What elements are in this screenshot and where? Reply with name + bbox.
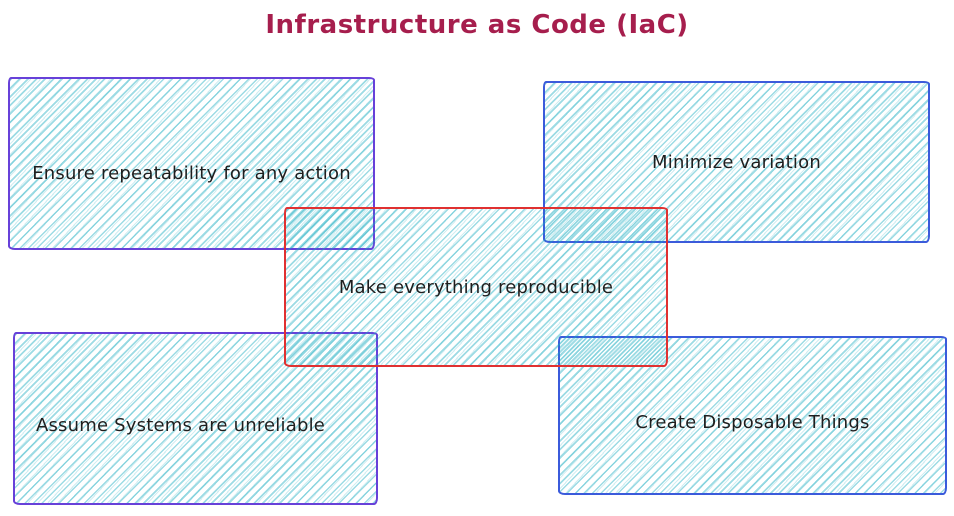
shape-label-assume-systems-unreliable: Assume Systems are unreliable [35,415,326,436]
shape-make-everything-reproducible[interactable]: Make everything reproducible [284,207,668,367]
shape-minimize-variation[interactable]: Minimize variation [543,81,930,243]
shape-create-disposable-things[interactable]: Create Disposable Things [558,336,947,495]
shape-label-create-disposable-things: Create Disposable Things [635,412,870,433]
shape-label-make-everything-reproducible: Make everything reproducible [338,276,614,298]
shape-label-ensure-repeatability: Ensure repeatability for any action [32,163,351,184]
diagram-title: Infrastructure as Code (IaC) [265,10,689,40]
shape-ensure-repeatability[interactable]: Ensure repeatability for any action [8,77,375,250]
shape-assume-systems-unreliable[interactable]: Assume Systems are unreliable [13,332,378,505]
shape-label-minimize-variation: Minimize variation [652,151,821,173]
